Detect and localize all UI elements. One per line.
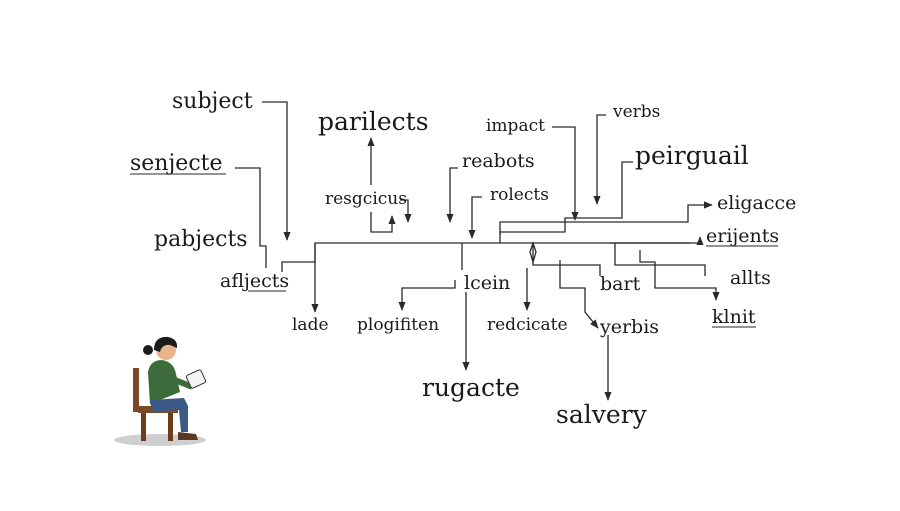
- connector-erijents: [610, 236, 704, 246]
- connector-resgcicus-b: [400, 199, 412, 223]
- connector-resgcicus-a: [370, 212, 396, 233]
- label-impact: impact: [486, 116, 545, 136]
- label-allts: allts: [730, 267, 771, 289]
- label-klnit: klnit: [712, 306, 756, 328]
- label-plogifiten: plogifiten: [357, 315, 439, 335]
- chair-leg-front: [141, 413, 146, 441]
- connector-eligacce: [499, 201, 713, 235]
- label-verbs: verbs: [612, 102, 660, 122]
- label-eligacce: eligacce: [717, 192, 796, 214]
- person-hair: [154, 336, 178, 352]
- person-shirt: [148, 360, 180, 404]
- chair-leg-back: [168, 413, 173, 441]
- label-erijents: erijents: [706, 225, 779, 247]
- label-reabots: reabots: [462, 150, 535, 172]
- connector-senjecte: [235, 167, 267, 268]
- label-senjecte: senjecte: [130, 151, 223, 176]
- label-rolects: rolects: [490, 185, 549, 205]
- label-lcein: lcein: [464, 272, 510, 294]
- connector-allts: [614, 243, 706, 276]
- label-parilects: parilects: [318, 107, 429, 136]
- chair-back: [133, 368, 139, 412]
- label-subject: subject: [172, 89, 253, 114]
- label-redcicate: redcicate: [487, 315, 568, 335]
- connector-verbs: [593, 114, 606, 205]
- label-salvery: salvery: [556, 400, 648, 429]
- connector-bart: [532, 243, 601, 276]
- label-bart: bart: [600, 273, 641, 295]
- connector-subject: [262, 101, 291, 241]
- label-peirguail: peirguail: [635, 141, 749, 170]
- person-hair-bun: [143, 345, 153, 355]
- connector-reabots: [446, 167, 458, 223]
- person-pants: [150, 398, 188, 432]
- connector-rolects: [468, 196, 482, 239]
- label-resgcicus: resgcicus: [325, 189, 407, 209]
- label-yerbis: yerbis: [599, 316, 659, 338]
- label-lade: lade: [292, 315, 329, 335]
- label-afljects: afljects: [220, 270, 289, 292]
- connector-plogifiten: [398, 280, 456, 311]
- label-pabjects: pabjects: [154, 227, 248, 252]
- connector-yerbis: [559, 260, 599, 329]
- label-rugacte: rugacte: [422, 373, 520, 402]
- connector-klnit: [639, 250, 720, 301]
- connector-center-loop: [529, 240, 537, 265]
- tablet: [185, 369, 207, 389]
- main-trunk-line: [281, 242, 690, 272]
- reading-person-illustration: [114, 336, 207, 446]
- connector-impact: [552, 126, 579, 221]
- person-shoe: [178, 432, 198, 440]
